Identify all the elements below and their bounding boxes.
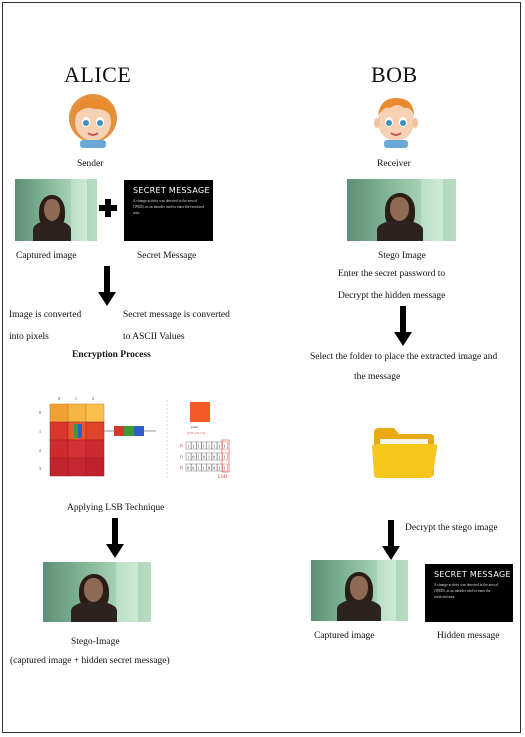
bit-value: 1 xyxy=(224,444,226,449)
pixels-note-2: into pixels xyxy=(9,332,49,342)
password-note-1: Enter the secret password to xyxy=(338,269,446,279)
alice-stego-label: Stego-Image xyxy=(71,637,120,647)
bit-cell xyxy=(222,441,228,450)
bit-cell xyxy=(196,452,202,461)
bob-hidden-message-card: SECRET MESSAGE A strange activity was de… xyxy=(425,564,513,622)
row-index-3: 3 xyxy=(39,466,41,471)
row-index-2: 2 xyxy=(39,448,41,453)
col-index-0: 0 xyxy=(58,396,60,401)
decrypt-note: Decrypt the stego image xyxy=(405,523,498,533)
secret-card-body: A strange activity was detected in the a… xyxy=(434,583,499,599)
folder-note-1: Select the folder to place the extracted… xyxy=(310,352,498,362)
bit-value: 1 xyxy=(218,444,220,449)
bit-cell xyxy=(196,463,202,472)
bit-value: 1 xyxy=(192,444,194,449)
bit-value: 0 xyxy=(213,466,215,471)
alice-secret-label: Secret Message xyxy=(137,251,197,261)
bit-value: 1 xyxy=(187,455,189,460)
bob-title: BOB xyxy=(371,62,418,87)
bit-value: 1 xyxy=(208,444,210,449)
lsb-highlight-box xyxy=(221,439,230,473)
bit-value: 0 xyxy=(213,455,215,460)
bit-cell xyxy=(196,441,202,450)
alice-role: Sender xyxy=(77,159,104,169)
bit-cell xyxy=(222,452,228,461)
alice-stego-caption: (captured image + hidden secret message) xyxy=(10,656,170,666)
bob-stego-image xyxy=(347,179,456,241)
password-note-2: Decrypt the hidden message xyxy=(338,291,446,301)
channel-label: B xyxy=(180,465,183,470)
folder-note-2: the message xyxy=(354,372,401,382)
col-index-1: 1 xyxy=(75,396,77,401)
alice-secret-message-card: SECRET MESSAGE A strange activity was de… xyxy=(124,180,213,241)
alice-captured-label: Captured image xyxy=(16,251,77,261)
bit-value: 1 xyxy=(224,455,226,460)
bit-value: 0 xyxy=(187,466,189,471)
bit-cell xyxy=(222,463,228,472)
ascii-note-1: Secret message is converted xyxy=(123,310,230,320)
pixels-note-1: Image is converted xyxy=(9,310,82,320)
row-index-0: 0 xyxy=(39,410,41,415)
bob-captured-label: Captured image xyxy=(314,631,375,641)
encryption-process-title: Encryption Process xyxy=(72,350,151,360)
bit-value: 1 xyxy=(218,466,220,471)
bob-stego-label: Stego Image xyxy=(378,251,426,261)
channel-label: R xyxy=(180,443,183,448)
folder-icon xyxy=(372,425,438,479)
lsb-label: Applying LSB Technique xyxy=(67,503,165,513)
alice-title: ALICE xyxy=(64,62,132,87)
bob-avatar xyxy=(370,92,422,148)
secret-card-title: SECRET MESSAGE xyxy=(434,570,511,579)
bit-value: 1 xyxy=(187,444,189,449)
down-arrow-icon xyxy=(106,518,124,558)
ascii-note-2: to ASCII Values xyxy=(123,332,185,342)
bit-value: 1 xyxy=(203,466,205,471)
col-index-2: 2 xyxy=(92,396,94,401)
bit-value: 0 xyxy=(203,455,205,460)
down-arrow-icon xyxy=(394,306,412,346)
secret-card-body: A strange activity was detected in the a… xyxy=(133,199,204,215)
bob-role: Receiver xyxy=(377,159,411,169)
plus-icon xyxy=(99,199,117,222)
bit-value: 0 xyxy=(192,455,194,460)
bit-value: 1 xyxy=(218,455,220,460)
bob-captured-image xyxy=(311,560,408,621)
bit-value: 0 xyxy=(192,466,194,471)
bit-value: 1 xyxy=(203,444,205,449)
alice-avatar xyxy=(66,92,120,148)
bit-value: 1 xyxy=(198,444,200,449)
bit-value: 1 xyxy=(198,455,200,460)
alice-stego-image xyxy=(43,562,151,622)
bit-value: 1 xyxy=(213,444,215,449)
bit-value: 1 xyxy=(198,466,200,471)
secret-card-title: SECRET MESSAGE xyxy=(133,186,210,195)
down-arrow-icon xyxy=(98,266,116,306)
pixel-caption: pixel xyxy=(191,425,198,429)
alice-captured-image xyxy=(15,179,97,241)
lsb-tag: LSB xyxy=(218,475,228,480)
bit-value: 1 xyxy=(224,466,226,471)
bit-value: 1 xyxy=(208,455,210,460)
pixel-value: (255,171,51) xyxy=(187,431,206,436)
channel-label: G xyxy=(180,454,184,459)
bob-hidden-label: Hidden message xyxy=(437,631,500,641)
down-arrow-icon xyxy=(382,520,400,560)
bit-value: 0 xyxy=(208,466,210,471)
row-index-1: 1 xyxy=(39,429,41,434)
